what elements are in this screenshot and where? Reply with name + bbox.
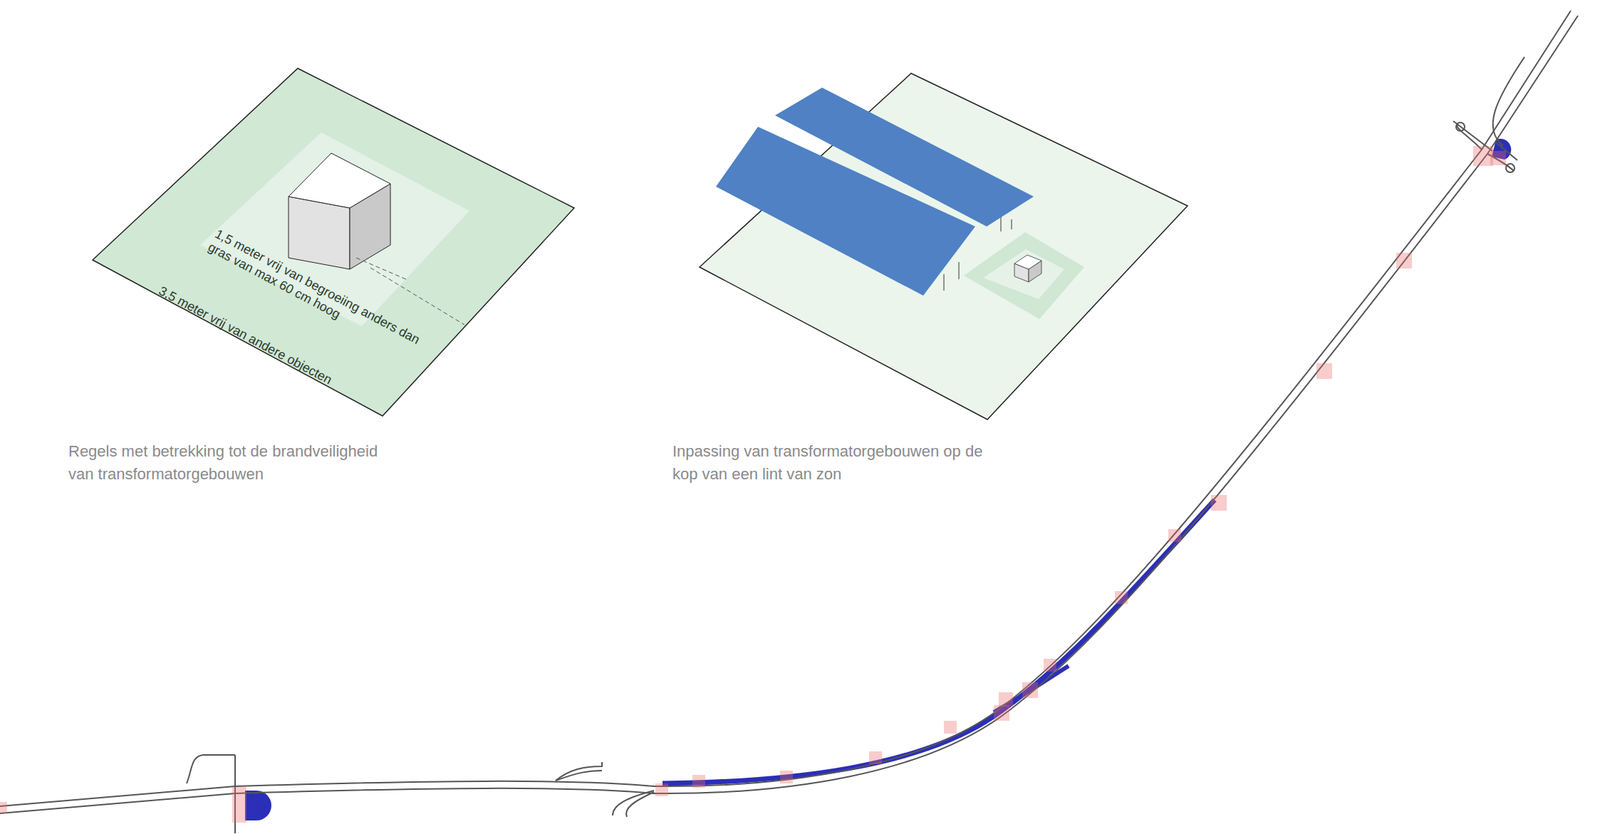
figure-caption: Inpassing van transformatorgebouwen op d…: [672, 440, 1001, 486]
figure-caption: Regels met betrekking tot de brandveilig…: [68, 440, 397, 486]
